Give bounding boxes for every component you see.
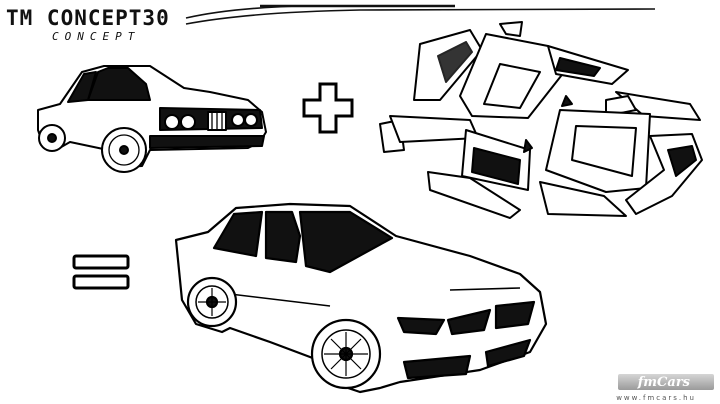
concept-car-drawing	[174, 202, 548, 394]
e30-car-drawing	[37, 65, 267, 173]
page-title: TM CONCEPT30	[6, 6, 170, 30]
header-swoosh-lines	[185, 4, 656, 25]
equals-icon	[72, 254, 130, 290]
plus-icon	[302, 82, 354, 134]
body-panels-drawing	[379, 21, 703, 219]
watermark-url: www.fmcars.hu	[616, 394, 696, 402]
watermark-badge	[618, 374, 714, 390]
page-subtitle: CONCEPT	[52, 30, 141, 43]
watermark-logo: fmCars	[637, 375, 690, 390]
